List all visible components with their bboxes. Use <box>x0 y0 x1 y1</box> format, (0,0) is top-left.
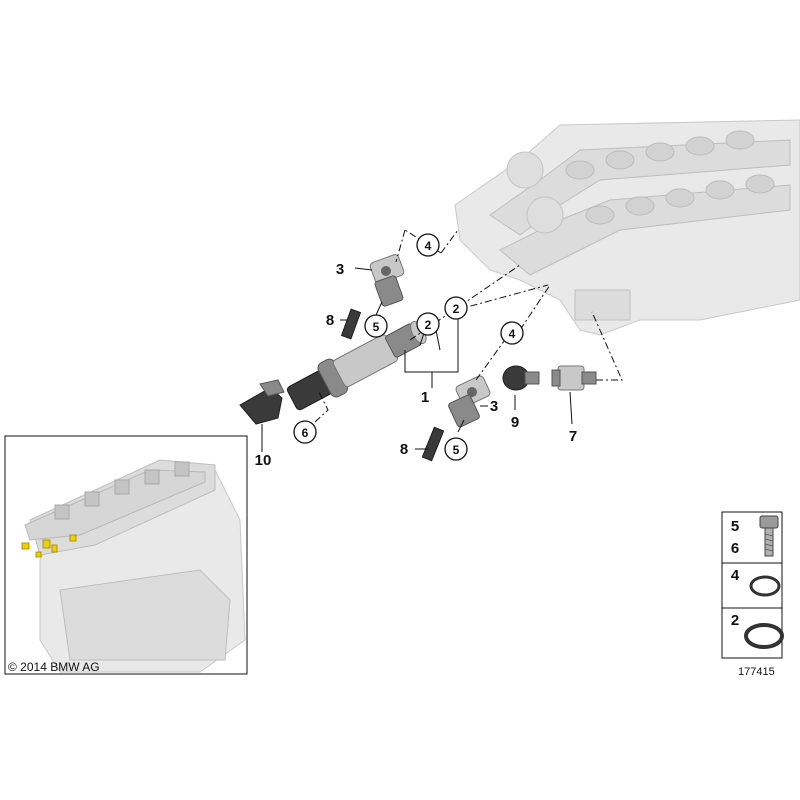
temperature-sensor <box>551 365 597 391</box>
cap <box>239 379 285 425</box>
callout-circle-2a <box>416 312 440 336</box>
callout-circle-2b <box>444 296 468 320</box>
callout-8b: 8 <box>400 441 408 458</box>
cylinder-head-ghost <box>454 119 800 336</box>
callout-2a: 2 <box>425 318 432 332</box>
callout-4a: 4 <box>425 239 432 253</box>
callout-6: 6 <box>302 426 309 440</box>
engine-overview-inset <box>4 435 248 675</box>
legend-label-5: 5 <box>731 518 739 535</box>
callout-5a: 5 <box>373 320 380 334</box>
bolt-upper <box>340 308 362 340</box>
callout-1: 1 <box>421 389 429 406</box>
solenoid-valve <box>286 321 427 411</box>
legend-label-6: 6 <box>731 540 739 557</box>
callout-4b: 4 <box>509 327 516 341</box>
bolt-lower <box>421 426 445 462</box>
callout-10: 10 <box>255 452 272 469</box>
copyright-text: © 2014 BMW AG <box>8 660 100 674</box>
callout-7: 7 <box>569 428 577 445</box>
callout-3b: 3 <box>490 398 498 415</box>
legend-label-2: 2 <box>731 612 739 629</box>
callouts: 4 3 5 8 2 2 4 1 3 9 7 6 5 8 10 <box>255 233 577 469</box>
highlighted-parts <box>21 534 77 558</box>
plug <box>502 365 540 391</box>
callout-2b: 2 <box>453 302 460 316</box>
callout-5b: 5 <box>453 443 460 457</box>
callout-circle-4a <box>416 233 440 257</box>
callout-8a: 8 <box>326 312 334 329</box>
callout-circle-5a <box>364 314 388 338</box>
callout-9: 9 <box>511 414 519 431</box>
callout-3a: 3 <box>336 261 344 278</box>
callout-circle-4b <box>500 321 524 345</box>
diagram-reference-number: 177415 <box>738 666 775 678</box>
small-o-ring-icon <box>749 575 781 597</box>
legend-label-4: 4 <box>731 567 740 584</box>
large-o-ring-icon <box>744 623 784 649</box>
bolt-icon <box>759 515 779 557</box>
sensor-lower <box>448 375 491 428</box>
callout-circle-6 <box>293 420 317 444</box>
sensor-upper <box>369 254 405 307</box>
callout-circle-5b <box>444 437 468 461</box>
small-parts-legend: 5 6 4 2 <box>721 511 784 659</box>
